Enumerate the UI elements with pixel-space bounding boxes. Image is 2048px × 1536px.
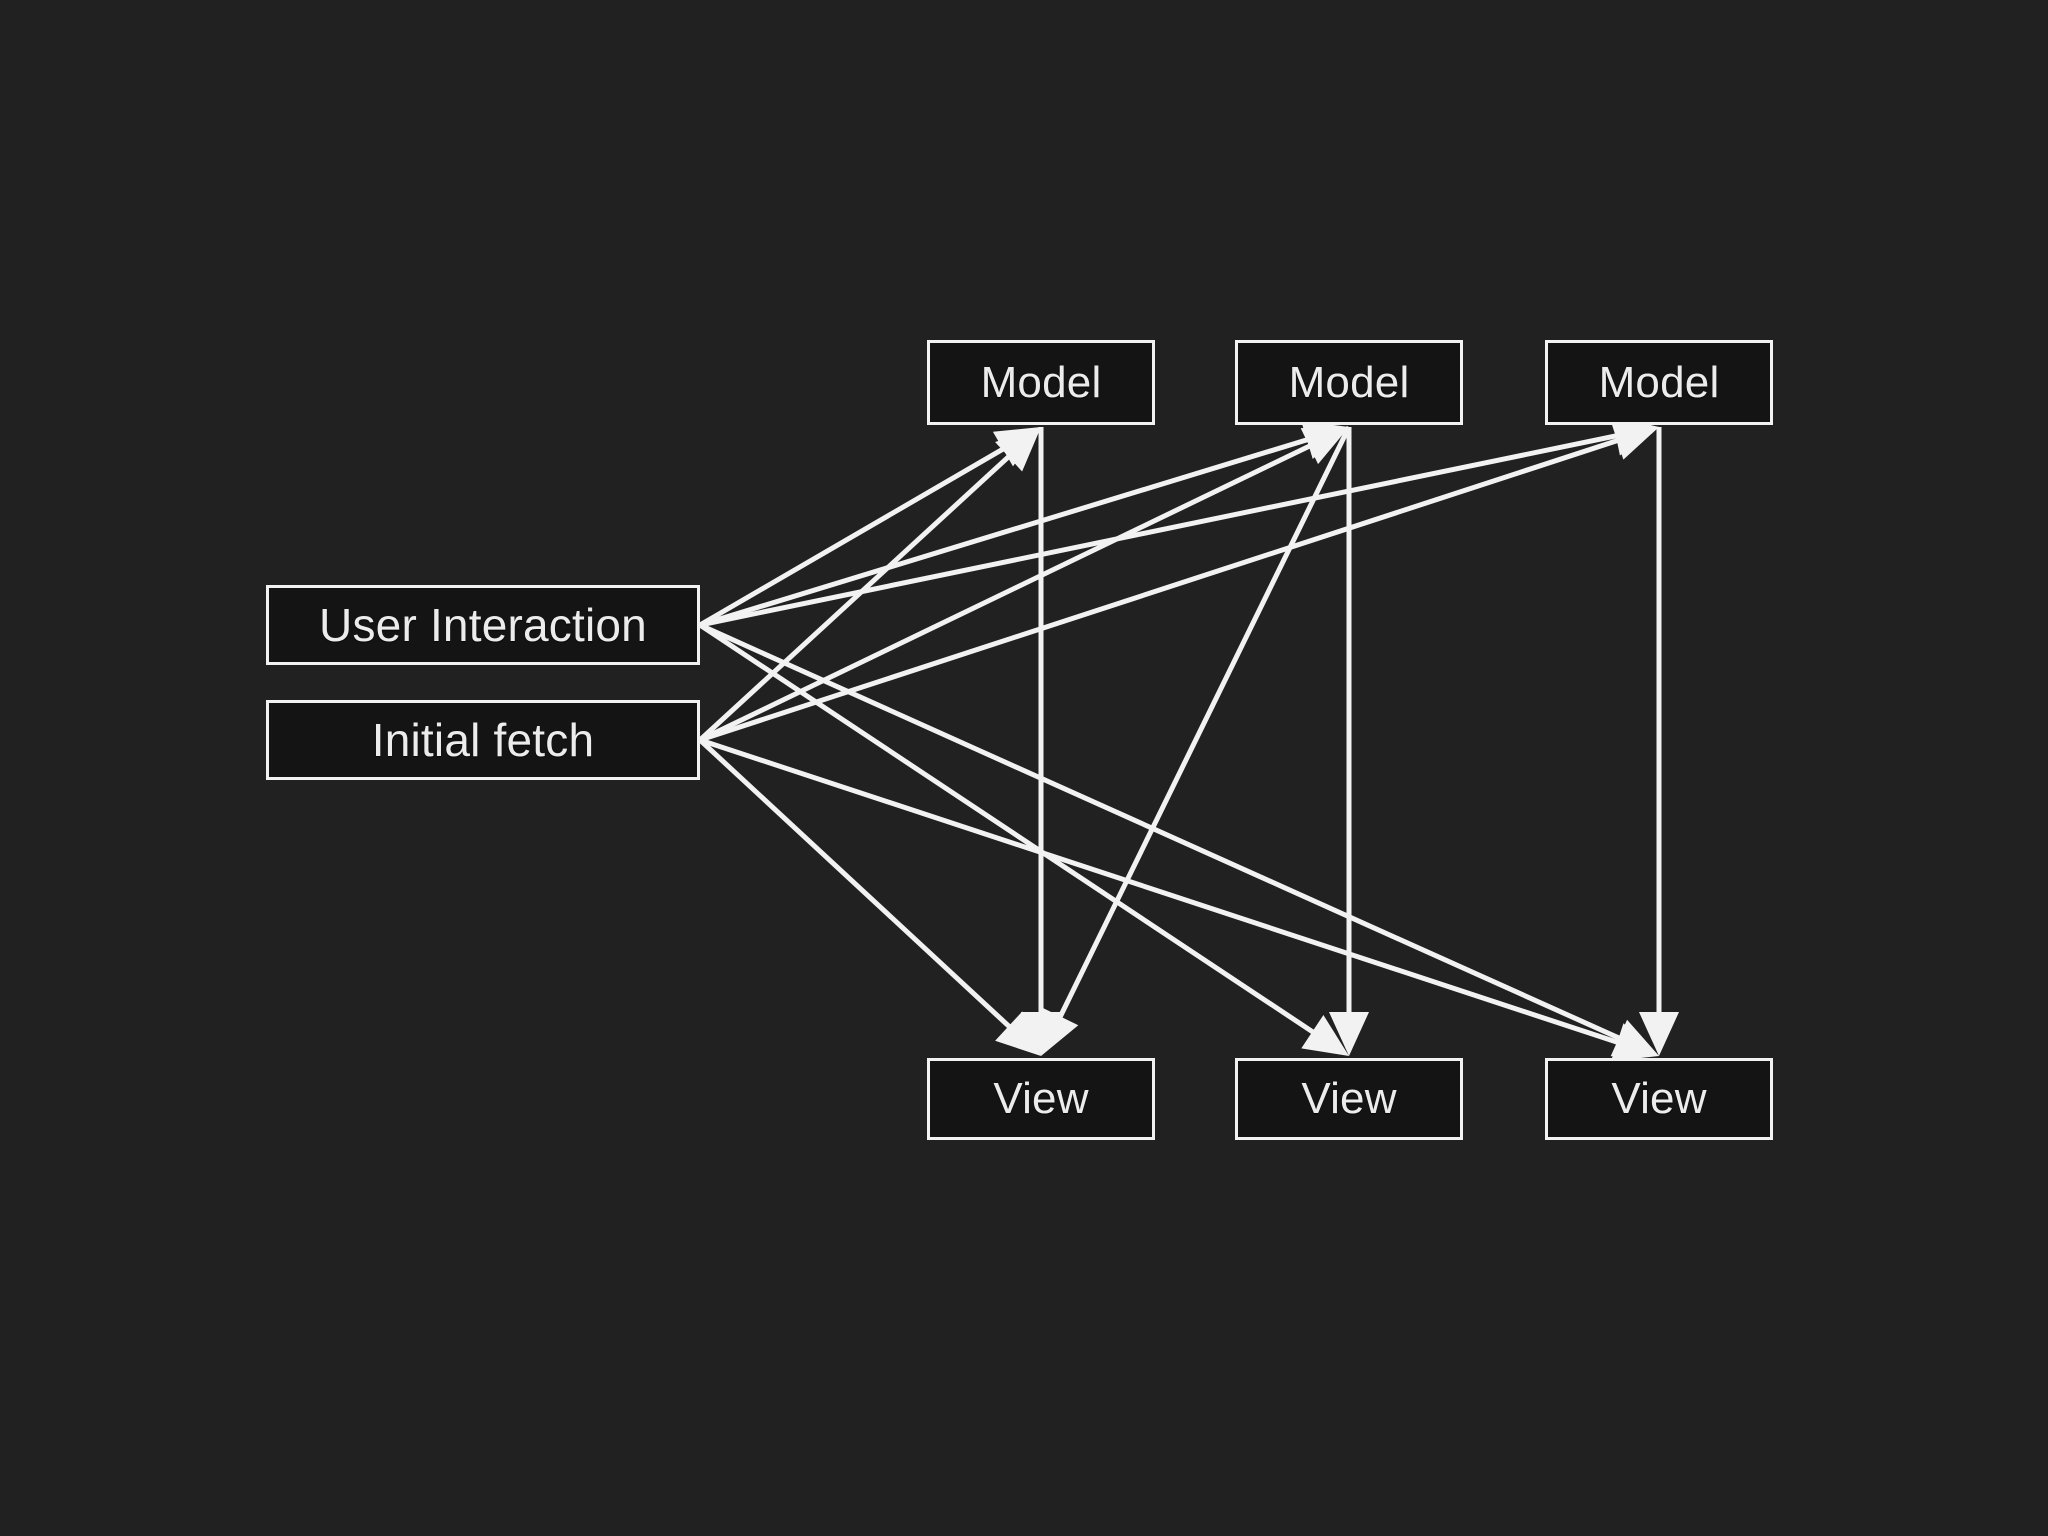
edge-initial-fetch-to-model-3: [699, 421, 1659, 743]
arrowhead-icon: [992, 427, 1041, 467]
edge-line: [698, 433, 1333, 743]
node-model-2[interactable]: Model: [1235, 340, 1463, 425]
arrowhead-icon: [1300, 427, 1349, 465]
edge-line: [698, 622, 1642, 1051]
edge-user-interaction-to-view-2: [698, 622, 1349, 1056]
node-initial-fetch[interactable]: Initial fetch: [266, 700, 700, 780]
arrowhead-icon: [1301, 420, 1349, 459]
edge-user-interaction-to-model-1: [698, 427, 1041, 628]
edge-initial-fetch-to-model-1: [698, 427, 1041, 742]
arrowhead-icon: [1329, 1012, 1369, 1056]
edge-user-interaction-to-view-3: [698, 622, 1659, 1057]
node-label: Model: [1288, 357, 1410, 407]
node-label: Initial fetch: [371, 714, 595, 766]
arrowhead-icon: [1301, 1014, 1349, 1056]
edge-line: [698, 434, 1026, 628]
node-label: Model: [980, 357, 1102, 407]
arrowhead-icon: [995, 427, 1041, 472]
node-model-3[interactable]: Model: [1545, 340, 1773, 425]
node-view-1[interactable]: View: [927, 1058, 1155, 1140]
edge-model-2-to-view-1: [1041, 425, 1352, 1056]
edge-model-2-to-view-2: [1329, 427, 1369, 1056]
arrowhead-icon: [1610, 1019, 1659, 1057]
arrowhead-icon: [1041, 1007, 1079, 1056]
edge-initial-fetch-to-view-3: [699, 737, 1659, 1062]
node-label: View: [1301, 1074, 1397, 1123]
arrowhead-icon: [1610, 421, 1659, 460]
node-label: View: [993, 1074, 1089, 1123]
node-label: View: [1611, 1074, 1707, 1123]
edge-line: [1047, 425, 1352, 1040]
edge-user-interaction-to-model-3: [699, 416, 1659, 628]
node-view-2[interactable]: View: [1235, 1058, 1463, 1140]
node-label: Model: [1598, 357, 1720, 407]
node-label: User Interaction: [319, 599, 647, 651]
edge-initial-fetch-to-view-1: [698, 738, 1041, 1056]
edge-initial-fetch-to-model-2: [698, 427, 1349, 743]
edge-line: [698, 438, 1029, 742]
edge-model-3-to-view-3: [1639, 427, 1679, 1056]
arrowhead-icon: [1610, 1023, 1659, 1062]
edge-line: [699, 737, 1641, 1053]
edge-line: [698, 622, 1334, 1048]
node-model-1[interactable]: Model: [927, 340, 1155, 425]
edge-line: [699, 430, 1641, 743]
arrowhead-icon: [1639, 1012, 1679, 1056]
edge-line: [699, 428, 1641, 628]
edge-user-interaction-to-model-2: [699, 420, 1349, 628]
edge-line: [698, 738, 1029, 1045]
arrowhead-icon: [995, 1011, 1041, 1056]
edge-model-1-to-view-1: [1021, 427, 1061, 1056]
node-user-interaction[interactable]: User Interaction: [266, 585, 700, 665]
edge-line: [699, 430, 1331, 628]
arrowhead-icon: [1021, 1012, 1061, 1056]
node-view-3[interactable]: View: [1545, 1058, 1773, 1140]
